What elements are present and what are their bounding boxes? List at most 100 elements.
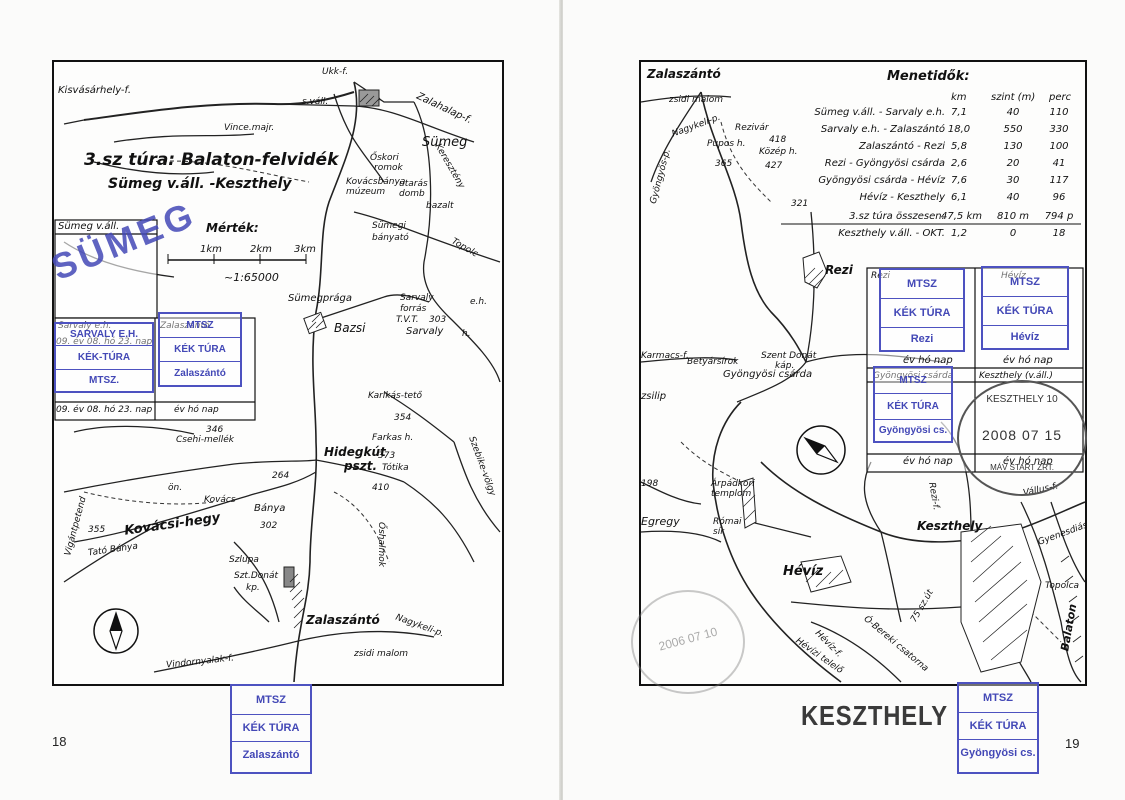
round-stamp-top: KESZTHELY 10 (986, 394, 1058, 405)
stamp-bottom-line1: MTSZ (256, 694, 286, 706)
checkpoint-date: év hó nap (174, 405, 219, 415)
map-label: Sümegprága (288, 293, 352, 304)
map-label: 264 (272, 471, 290, 481)
map-label: Sarvaly (400, 293, 434, 303)
menetidok-cell-route: Gyöngyösi csárda - Hévíz (818, 175, 945, 186)
menetidok-cell-km: 2,6 (951, 158, 967, 169)
scale-bar (167, 254, 307, 264)
menetidok-cell-km: 5,8 (951, 141, 967, 152)
map-label: 354 (394, 413, 412, 423)
stamp-sarvaly: SARVALY E.H. KÉK-TÚRA MTSZ. (54, 322, 154, 393)
menetidok-cell-szint: 130 (1003, 141, 1023, 152)
scale-label: Mérték: (206, 221, 259, 235)
map-label: Vince.majr. (224, 123, 275, 133)
menetidok-cell-szint: 550 (1003, 124, 1023, 135)
map-label: 373 (378, 451, 396, 461)
stamp-bottom-left: MTSZ KÉK TÚRA Zalaszántó (230, 684, 312, 774)
left-compass (93, 608, 139, 654)
round-stamp-date: 2008 07 15 (981, 427, 1063, 443)
map-label: Kovácsbánya (346, 177, 406, 187)
checkpoint-gyongy-label: Gyöngyösi csárda (873, 371, 954, 381)
stamp-bottom-line3: Gyöngyösi cs. (959, 739, 1037, 766)
map-label: utarás (399, 179, 428, 189)
menetidok-cell-perc: 794 p (1044, 211, 1074, 222)
left-title-line2: Sümeg v.áll. -Keszthely (108, 176, 292, 192)
map-label: Karmacs-f. (641, 351, 689, 361)
round-stamp-bottom: MÁV START ZRT. (990, 463, 1054, 472)
stamp-rezi-line2: KÉK TÚRA (881, 298, 963, 327)
menetidok-cell-km: 18,0 (947, 124, 971, 135)
map-label: Őskori (370, 153, 399, 163)
menetidok-cell-route: Keszthely v.áll. - OKT. (838, 228, 945, 239)
map-label: romok (374, 163, 403, 173)
stamp-zala-line1: MTSZ (186, 320, 214, 331)
right-page: Zalaszántó zsidi malom Nagykeli-p. Gyöng… (563, 0, 1125, 800)
map-label: s.váll. (302, 97, 329, 107)
map-label: Tótika (382, 463, 409, 473)
menetidok-cell-route: Rezi - Gyöngyösi csárda (824, 158, 945, 169)
map-label: zsidi malom (669, 95, 724, 105)
right-map-lines (641, 91, 1085, 683)
map-label: ön. (168, 483, 183, 493)
menetidok-cell-szint: 40 (1006, 192, 1020, 203)
map-label: 418 (769, 135, 787, 145)
map-label: Szent Donát (761, 351, 817, 361)
map-label: Keszthely (917, 519, 983, 533)
map-label: forrás (400, 304, 427, 314)
map-label: pszt. (344, 459, 378, 473)
faint-stamp-date: 2006 07 10 (657, 624, 719, 654)
left-page: 3.sz túra: Balaton-felvidék Sümeg v.áll.… (0, 0, 560, 800)
stamp-zala-line3: Zalaszántó (160, 361, 240, 385)
checkpoint-date: év hó nap (903, 355, 953, 366)
checkpoint-date: év hó nap (1003, 355, 1053, 366)
page-number-right: 19 (1065, 736, 1080, 751)
map-label: Sümegi (372, 221, 406, 231)
map-label: Árpádkori (711, 479, 755, 489)
map-label: sír (713, 527, 724, 537)
stamp-gyongy-line1: MTSZ (899, 375, 927, 386)
map-label: 198 (641, 479, 659, 489)
map-label: Kovács (204, 495, 236, 505)
map-label: Farkas h. (372, 433, 414, 443)
menetidok-cell-perc: 330 (1049, 124, 1069, 135)
map-label: Hidegkút (324, 445, 386, 459)
stamp-bottom-right: MTSZ KÉK TÚRA Gyöngyösi cs. (957, 682, 1039, 774)
menetidok-cell-route: Hévíz - Keszthely (859, 192, 945, 203)
map-label: Bánya (254, 503, 286, 514)
checkpoint-zala-label: Zalaszántó (160, 321, 210, 331)
map-label: káp. (775, 361, 795, 371)
stamp-heviz-line3: Hévíz (983, 325, 1067, 348)
stamp-heviz-line2: KÉK TÚRA (983, 296, 1067, 325)
map-label: Ukk-f. (322, 67, 349, 77)
menetidok-cell-szint: 30 (1006, 175, 1020, 186)
left-map: 3.sz túra: Balaton-felvidék Sümeg v.áll.… (52, 60, 504, 686)
menetidok-cell-perc: 110 (1049, 107, 1069, 118)
map-label: Topolca (1045, 581, 1080, 591)
map-label: Pupos h. (707, 139, 746, 149)
map-label: Szlupa (229, 555, 259, 565)
map-label: kp. (246, 583, 260, 593)
scale-ratio: ~1:65000 (224, 271, 279, 284)
checkpoint-sumeg-label: Sümeg v.áll. (58, 221, 120, 232)
map-label: Csehi-mellék (176, 435, 235, 445)
map-label: 427 (765, 161, 783, 171)
stamp-heviz: MTSZ KÉK TÚRA Hévíz (981, 266, 1069, 350)
map-label: Hévíz (783, 564, 824, 579)
menetidok-cell-szint: 20 (1006, 158, 1020, 169)
stamp-rezi: MTSZ KÉK TÚRA Rezi (879, 268, 965, 352)
map-label: Gyöngyösi csárda (723, 369, 813, 380)
stamp-zalaszanto: MTSZ KÉK TÚRA Zalaszántó (158, 312, 242, 387)
map-label: T.V.T. (396, 315, 419, 325)
map-label: Rezivár (735, 123, 769, 133)
map-label: e.h. (470, 297, 487, 307)
map-label: Sarvaly (406, 326, 444, 337)
map-label: Karikás-tető (368, 391, 423, 401)
checkpoint-keszt-label: Keszthely (v.áll.) (979, 371, 1053, 381)
stamp-gyongy-line3: Gyöngyösi cs. (875, 419, 951, 441)
map-label: 355 (88, 525, 106, 535)
menetidok-cell-km: 7,1 (951, 107, 967, 118)
map-label: 346 (206, 425, 224, 435)
map-label: h. (462, 329, 471, 339)
menetidok-cell-route: Zalaszántó - Rezi (859, 141, 945, 152)
checkpoint-date: év hó nap (903, 456, 953, 467)
